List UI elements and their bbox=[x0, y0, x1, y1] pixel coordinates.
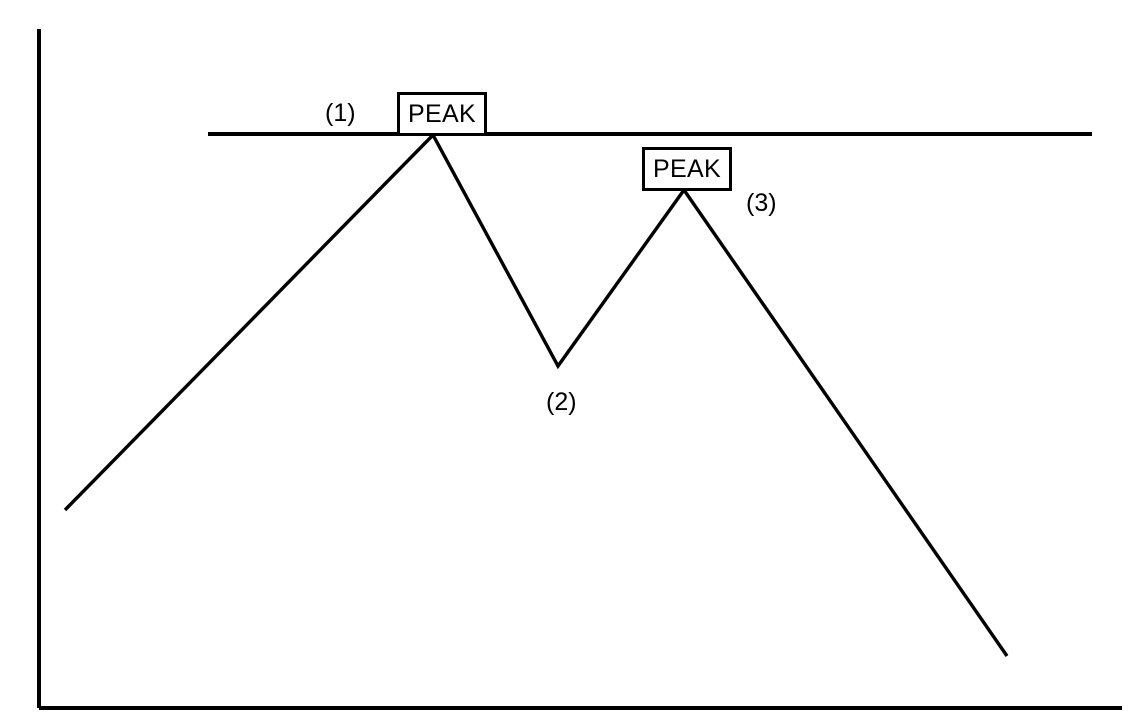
peak-label-box-1: PEAK bbox=[397, 92, 487, 136]
annotation-label-2: (2) bbox=[546, 388, 577, 416]
price-series-line bbox=[63, 132, 1009, 657]
annotation-label-3: (3) bbox=[746, 189, 777, 217]
annotation-label-1: (1) bbox=[325, 99, 356, 127]
peak-label-box-2: PEAK bbox=[642, 147, 732, 191]
